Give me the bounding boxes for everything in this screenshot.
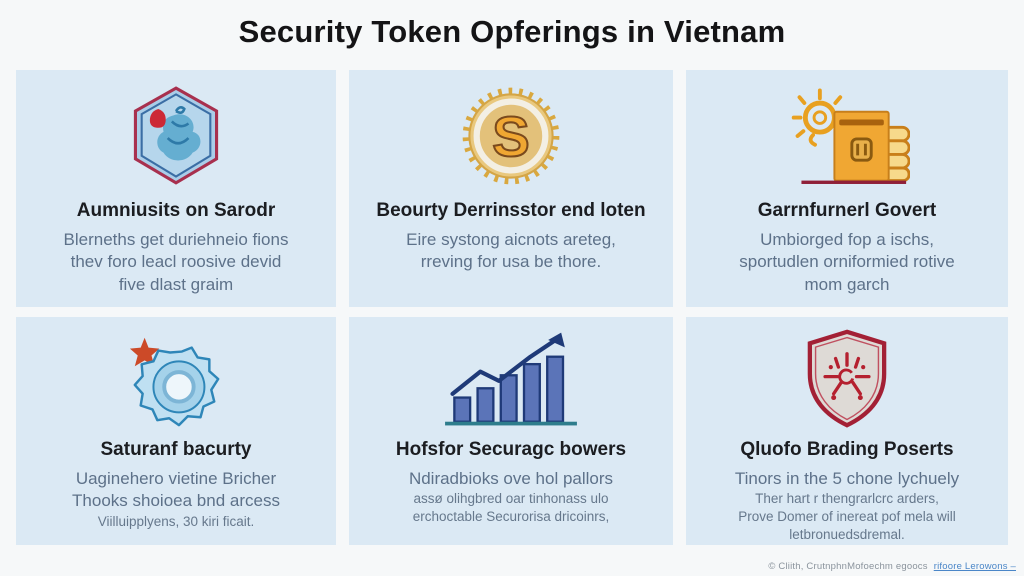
credit-link[interactable]: rifoore Lerowons – [933, 561, 1016, 572]
growth-bar-chart-icon [436, 327, 586, 431]
card-desc-line: Eire systong aicnots areteg, [406, 230, 616, 249]
card-aumniusits: Aumniusits on Sarodr Blerneths get durie… [16, 70, 336, 307]
card-desc-line: thev foro leacl roosive devid [70, 252, 282, 272]
card-desc-line: Viilluipplyens, 30 kiri ficait. [97, 513, 255, 529]
wallet-coins-sun-icon [784, 80, 910, 192]
card-desc-line: Thooks shoioea bnd arcess [72, 491, 280, 511]
card-hofsfor: Hofsfor Securagc bowers Ndiradbioks ove … [349, 317, 673, 545]
card-title: Saturanf bacurty [100, 439, 252, 460]
svg-text:S: S [492, 105, 529, 168]
gear-star-icon [117, 327, 235, 431]
card-desc-line: mom garch [804, 274, 890, 294]
card-desc-line: Umbiorged fop a ischs, [760, 230, 934, 249]
card-beourty: S Beourty Derrinsstor end loten Eire sys… [349, 70, 673, 307]
card-grid: Aumniusits on Sarodr Blerneths get durie… [16, 70, 1008, 545]
card-title: Garrnfurnerl Govert [757, 200, 937, 221]
card-title: Beourty Derrinsstor end loten [376, 200, 646, 221]
card-title: Aumniusits on Sarodr [76, 200, 276, 221]
card-desc-line: Tinors in the 5 chone lychuely [734, 469, 960, 488]
card-title: Qluofo Brading Poserts [740, 439, 954, 460]
card-desc-line: Blerneths get duriehneio fions [63, 230, 289, 249]
card-title: Hofsfor Securagc bowers [395, 439, 627, 460]
card-garrnfurnerl: Garrnfurnerl Govert Umbiorged fop a isch… [686, 70, 1008, 307]
card-desc-line: assø olihgbred oar tinhonass ulo [413, 491, 609, 507]
credit-text: © Cliith, CrutnphnMofoechm egoocs [768, 561, 928, 572]
card-desc-line: Prove Domer of inereat pof mela will [738, 509, 956, 525]
card-qluofo: Qluofo Brading Poserts Tinors in the 5 c… [686, 317, 1008, 545]
card-saturanf: Saturanf bacurty Uaginehero vietine Bric… [16, 317, 336, 545]
card-desc-line: Ndiradbioks ove hol pallors [408, 469, 614, 488]
shield-emblem-icon [799, 327, 895, 431]
card-desc-line: rreving for usa be thore. [420, 252, 602, 272]
dollar-coin-icon: S [459, 80, 563, 192]
footer-credit: © Cliith, CrutnphnMofoechm egoocs rifoore… [768, 561, 1016, 572]
card-desc-line: Uaginehero vietine Bricher [75, 469, 277, 488]
card-desc-line: letbronuedsdremal. [789, 527, 905, 543]
card-desc-line: erchoctable Securorisa dricoinrs, [412, 509, 610, 525]
card-desc-line: sportudlen orniformied rotive [739, 252, 955, 272]
card-desc-line: five dlast graim [118, 274, 234, 294]
hexagon-badge-icon [124, 80, 228, 192]
page-title: Security Token Opferings in Vietnam [238, 14, 786, 49]
card-desc-line: Ther hart r thengrarlcrc arders, [755, 491, 939, 507]
